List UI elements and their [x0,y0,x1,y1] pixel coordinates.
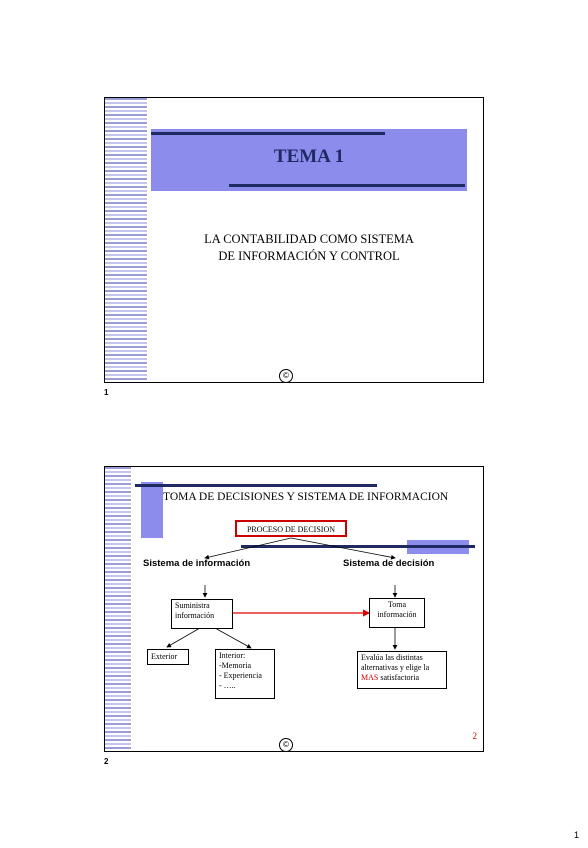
top-bar [135,484,377,487]
evalua-line1: Evalúa las distintas [361,653,423,662]
arrow-to-decision-system [290,537,396,560]
title-bar-bottom [229,184,465,187]
middle-bar [241,545,475,548]
left-accent-block [141,482,163,538]
evalua-box: Evalúa las distintas alternativas y elig… [357,651,447,689]
suministra-line1: Suministra [175,601,210,610]
copyright-icon: © [279,738,293,751]
interior-line2: -Memoria [219,661,251,670]
slide-title: TOMA DE DECISIONES Y SISTEMA DE INFORMAC… [163,491,449,503]
title-panel [151,129,467,191]
arrow-to-exterior [166,627,201,648]
mas-highlight: MAS [361,673,379,682]
slide-2-label: 2 [104,757,109,766]
page-number: 1 [574,830,580,840]
toma-line1: Toma [387,600,407,609]
decision-system-heading: Sistema de decisión [343,558,435,569]
slide-2: TOMA DE DECISIONES Y SISTEMA DE INFORMAC… [104,466,484,752]
interior-box: Interior: -Memoria - Experiencia - ….. [215,649,275,699]
interior-line3: - Experiencia [219,671,262,680]
process-box: PROCESO DE DECISION [235,520,347,537]
arrow-to-interior [214,627,252,649]
slide-page-number: 2 [472,731,478,741]
slide-title: TEMA 1 [273,146,345,167]
slide-subtitle-line2: DE INFORMACIÓN Y CONTROL [218,249,400,263]
slide-1-label: 1 [104,388,109,397]
evalua-line3: MAS satisfactoria [361,673,443,683]
slide-subtitle-line1: LA CONTABILIDAD COMO SISTEMA [204,232,414,246]
copyright-icon: © [279,369,293,382]
evalua-line2: alternativas y elige la [361,663,430,672]
decorative-stripes [105,98,147,382]
information-system-heading: Sistema de información [143,558,251,569]
toma-box: Toma información [369,598,425,628]
arrow-to-information-system [204,537,292,560]
slide-1: TEMA 1 LA CONTABILIDAD COMO SISTEMA DE I… [104,97,484,383]
suministra-box: Suministra información [171,599,233,629]
exterior-box: Exterior [147,649,189,665]
toma-line2: información [377,610,417,619]
diagram-connectors [166,537,398,650]
suministra-line2: información [175,611,215,620]
title-bar-top [151,132,385,135]
interior-line4: - ….. [219,681,236,690]
interior-line1: Interior: [219,651,246,660]
evalua-end: satisfactoria [378,673,419,682]
decorative-stripes [105,467,131,751]
